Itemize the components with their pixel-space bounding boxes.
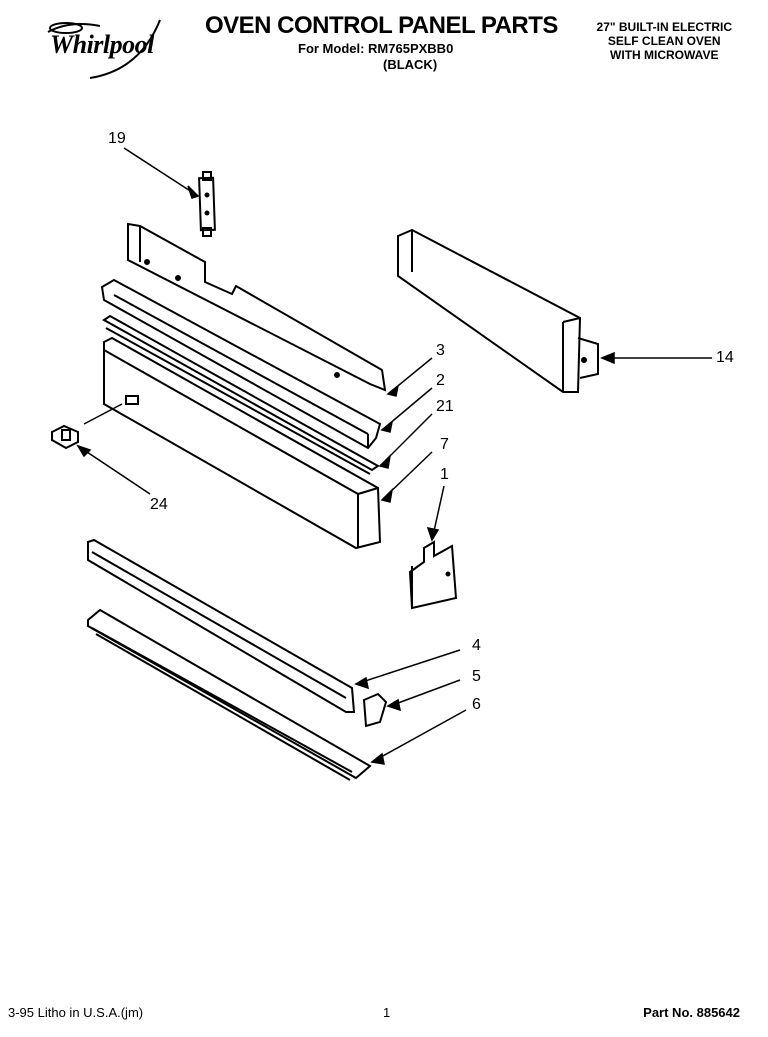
callout-19: 19 [108, 130, 126, 147]
description-line-2: SELF CLEAN OVEN [607, 34, 721, 48]
part-21-strip [102, 314, 380, 475]
callout-7: 7 [440, 436, 449, 453]
description-line-3: WITH MICROWAVE [610, 48, 719, 62]
model-line: For Model: RM765PXBB0 [298, 41, 454, 56]
footer-litho: 3-95 Litho in U.S.A.(jm) [8, 1005, 144, 1020]
part-1-bracket [408, 540, 458, 610]
whirlpool-logo-icon [47, 19, 161, 79]
part-3-rear-panel [127, 222, 387, 392]
part-24-connector [51, 424, 79, 450]
part-6-bottom-trim [87, 608, 372, 781]
description-line-1: 27" BUILT-IN ELECTRIC [596, 20, 732, 34]
color-line: (BLACK) [383, 57, 438, 72]
product-description: 27" BUILT-IN ELECTRIC SELF CLEAN OVEN WI… [597, 20, 732, 62]
callout-4: 4 [472, 637, 481, 654]
part-19-bracket [198, 171, 216, 237]
part-2-channel [100, 278, 382, 450]
callout-14: 14 [716, 349, 734, 366]
footer-page-number: 1 [383, 1005, 391, 1020]
callout-6: 6 [472, 696, 481, 713]
callout-2: 2 [436, 372, 445, 389]
part-14-side-box [397, 228, 599, 393]
brand-logo-text: Whirlpool [50, 30, 154, 59]
callout-1: 1 [440, 466, 449, 483]
part-4-trim-strip [87, 538, 356, 713]
page-title: OVEN CONTROL PANEL PARTS [205, 12, 558, 39]
callout-5: 5 [472, 668, 481, 685]
footer-part-number: Part No. 885642 [643, 1005, 740, 1020]
callout-21: 21 [436, 398, 454, 415]
leader-lines [76, 147, 712, 765]
part-7-front-panel [103, 336, 382, 550]
callout-3: 3 [436, 342, 445, 359]
callout-24: 24 [150, 496, 168, 513]
part-5-end-cap [362, 692, 388, 728]
